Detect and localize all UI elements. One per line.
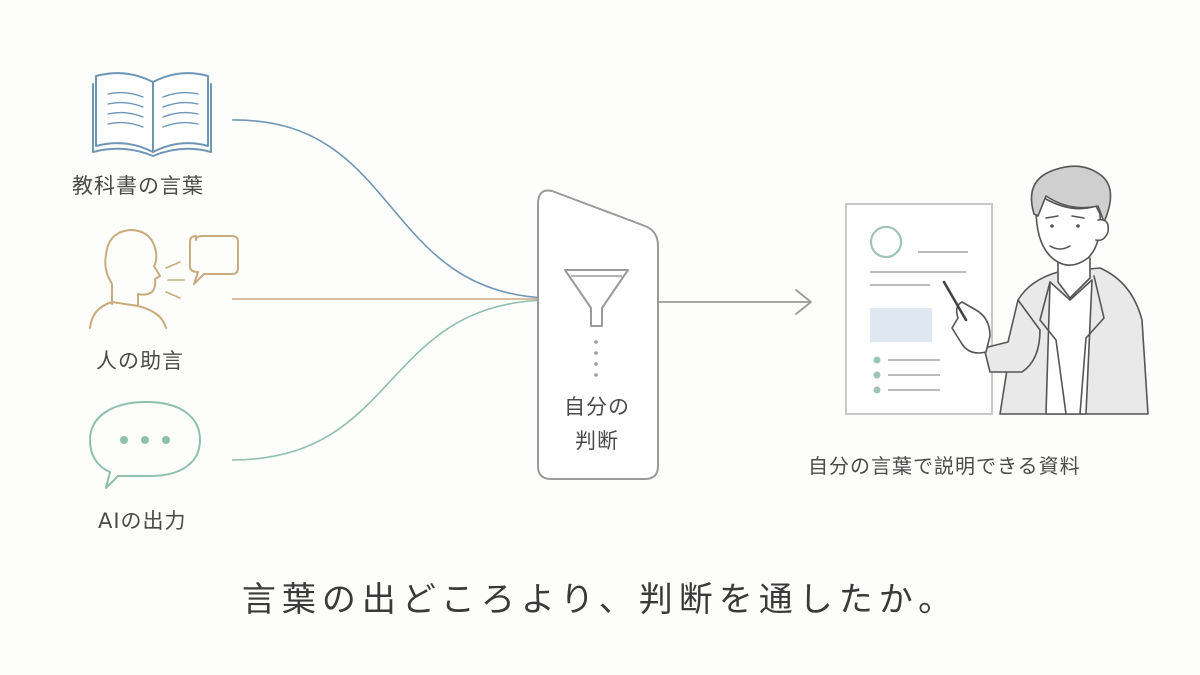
- source-label-textbook: 教科書の言葉: [72, 174, 204, 198]
- result-label: 自分の言葉で説明できる資料: [808, 454, 1081, 478]
- person-speaking-icon: [89, 229, 239, 329]
- connector-textbook: [231, 119, 546, 299]
- source-label-advice: 人の助言: [96, 349, 184, 373]
- book-icon: [92, 72, 212, 157]
- output-arrow: [657, 289, 812, 315]
- funnel-dots: [594, 340, 598, 377]
- judgment-label-line1: 自分の: [564, 395, 630, 419]
- caption: 言葉の出どころより、判断を通したか。: [241, 580, 959, 620]
- source-label-ai: AIの出力: [98, 509, 187, 533]
- judgment-box: [537, 189, 659, 480]
- connector-ai: [231, 299, 546, 461]
- judgment-label-line2: 判断: [575, 429, 619, 453]
- judgment-label: 自分の 判断: [538, 390, 656, 458]
- funnel-icon: [564, 269, 629, 327]
- presenter-illustration: [942, 165, 1149, 415]
- chat-bubble-icon: [89, 401, 201, 489]
